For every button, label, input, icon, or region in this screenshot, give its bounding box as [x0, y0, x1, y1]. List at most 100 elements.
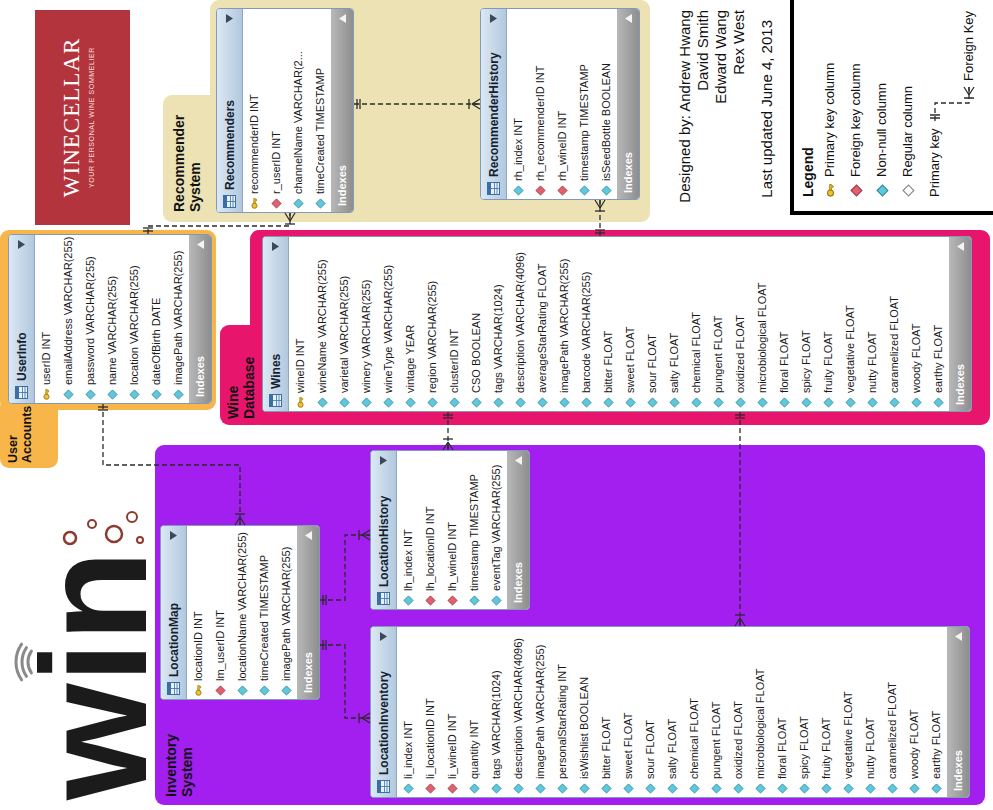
connector-mark [964, 97, 974, 98]
column-diamond-icon [579, 783, 590, 794]
table-header: Wines [263, 237, 289, 411]
diamond-shape [403, 596, 412, 605]
collapse-arrow [18, 240, 25, 249]
column-definition: microbiological FLOAT [754, 669, 766, 779]
column-row: caramelized FLOAT [883, 237, 905, 411]
key-bow [195, 690, 200, 695]
column-row: quantity INT [463, 627, 485, 797]
column-definition: sour FLOAT [644, 720, 656, 779]
connector-mark [362, 534, 370, 535]
column-diamond-icon [513, 783, 524, 794]
column-diamond-icon [713, 397, 724, 408]
column-diamond-icon [259, 685, 270, 696]
column-diamond-icon [315, 198, 326, 209]
column-definition: earthy FLOAT [930, 711, 942, 779]
column-definition: fruity FLOAT [822, 331, 834, 393]
arrow-shape [380, 632, 387, 641]
column-row: salty FLOAT [663, 237, 685, 411]
region-fill [0, 230, 216, 410]
column-row: location VARCHAR(255) [123, 235, 145, 403]
column-row: li_index INT [397, 627, 419, 797]
diamond-shape [493, 398, 502, 407]
diamond-shape [491, 784, 500, 793]
column-definition: userID INT [40, 332, 52, 385]
connector-mark [735, 417, 745, 418]
diamond-shape [215, 686, 224, 695]
column-diamond-icon [215, 685, 226, 696]
column-row: chemical FLOAT [683, 627, 705, 797]
connector-mark [356, 99, 357, 109]
column-row: floral FLOAT [773, 237, 795, 411]
column-definition: imagePath VARCHAR(255) [172, 251, 184, 385]
diamond-shape [449, 398, 458, 407]
diamond-shape [579, 186, 588, 195]
indexes-label: Indexes [952, 750, 964, 791]
arrow-shape [226, 14, 233, 23]
diamond-shape [293, 199, 302, 208]
column-row: rh_recommenderID INT [529, 9, 551, 199]
connector-mark [443, 417, 453, 418]
column-diamond-icon [281, 685, 292, 696]
column-definition: caramelized FLOAT [886, 682, 898, 779]
key-bow [251, 203, 256, 208]
connector-mark [969, 87, 974, 95]
column-diamond-icon [850, 184, 863, 197]
column-definition: sweet FLOAT [622, 713, 634, 779]
column-row: imagePath VARCHAR(255) [553, 237, 575, 411]
column-diamond-icon [129, 389, 140, 400]
diamond-shape [735, 398, 744, 407]
logo-tagline: YOUR PERSONAL WINE SOMMELIER [88, 47, 95, 188]
column-row: varietal VARCHAR(255) [333, 237, 355, 411]
table-icon-bar [378, 593, 381, 604]
column-row: averageStarRating FLOAT [531, 237, 553, 411]
column-row: dateOfBirth DATE [145, 235, 167, 403]
legend-text: Non-null column [874, 83, 890, 177]
legend-text: Regular column [900, 86, 916, 177]
label-box: Last updated June 4, 2013 [758, 20, 776, 198]
column-row: earthy FLOAT [925, 627, 947, 797]
legend-text: Primary key column [822, 63, 838, 177]
column-diamond-icon [601, 783, 612, 794]
column-row: channelName VARCHAR(2... [287, 9, 309, 212]
column-row: description VARCHAR(4096) [509, 237, 531, 411]
diamond-shape [271, 199, 280, 208]
column-diamond-icon [535, 783, 546, 794]
column-row: lh_index INT [397, 451, 419, 609]
column-definition: timestamp TIMESTAMP [468, 474, 480, 591]
diamond-shape [877, 185, 888, 196]
column-row: imagePath VARCHAR(255) [167, 235, 189, 403]
connector-mark [447, 442, 448, 450]
diamond-shape [491, 596, 500, 605]
column-diamond-icon [821, 783, 832, 794]
column-diamond-icon [843, 783, 854, 794]
diamond-shape [579, 784, 588, 793]
column-definition: eventTag VARCHAR(255) [490, 465, 502, 591]
label-box: Legend [800, 147, 817, 197]
table-name: Wines [269, 354, 283, 389]
diamond-shape [581, 398, 590, 407]
column-row: microbiological FLOAT [749, 627, 771, 797]
column-row: tags VARCHAR(1024) [485, 627, 507, 797]
diamond-shape [361, 398, 370, 407]
table-icon-frame [270, 395, 282, 407]
region-label: Inventory System [163, 707, 195, 797]
collapse-arrow [305, 531, 312, 540]
column-diamond-icon [361, 397, 372, 408]
wifi-arc [22, 648, 26, 677]
column-row: earthy FLOAT [927, 237, 949, 411]
column-definition: description VARCHAR(4096) [512, 638, 524, 779]
diamond-shape [823, 398, 832, 407]
connector-mark [98, 409, 108, 410]
column-definition: wineType VARCHAR(255) [382, 265, 394, 393]
column-row: name VARCHAR(255) [101, 235, 123, 403]
table-header: LocationHistory [371, 451, 397, 609]
diamond-shape [513, 186, 522, 195]
diamond-shape [559, 398, 568, 407]
diamond-shape [425, 596, 434, 605]
logo-wordmark: WINECELLAR [59, 38, 84, 197]
column-diamond-icon [865, 783, 876, 794]
diamond-shape [557, 186, 566, 195]
collapse-arrow [339, 14, 346, 23]
column-definition: imagePath VARCHAR(255) [280, 547, 292, 681]
region-label-box: Inventory System [163, 707, 195, 797]
